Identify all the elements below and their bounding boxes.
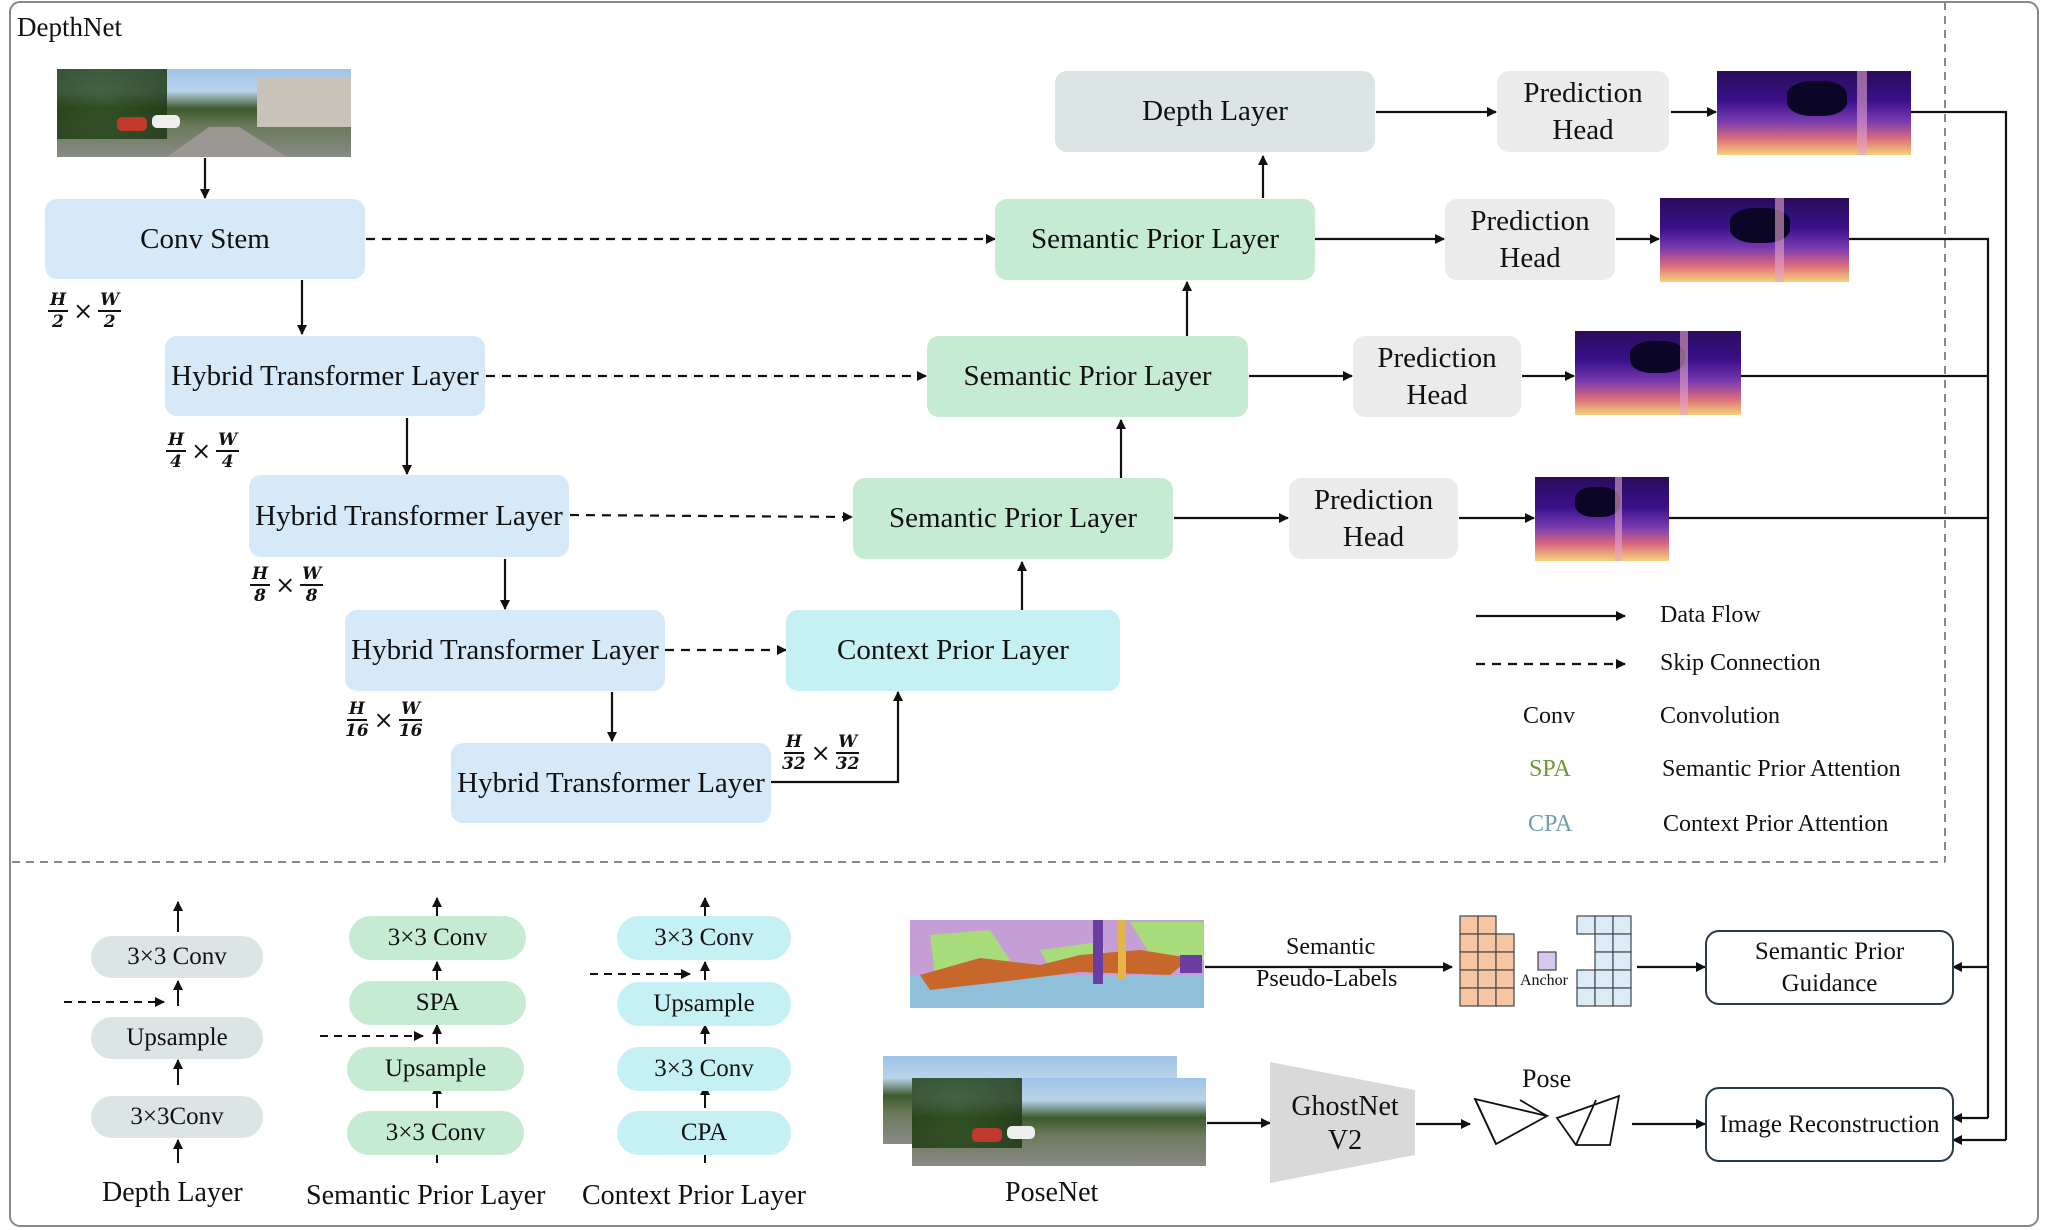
semantic-prior-guidance: Semantic Prior Guidance: [1705, 930, 1954, 1005]
legend-def-conv: Convolution: [1660, 703, 1781, 729]
input-image: [57, 69, 351, 157]
hybrid-transformer-layer-1: Hybrid Transformer Layer: [165, 336, 485, 416]
depth-detail-conv-bottom: 3×3Conv: [91, 1096, 263, 1138]
semantic-prior-layer-3: Semantic Prior Layer: [995, 199, 1315, 280]
image-reconstruction: Image Reconstruction: [1705, 1087, 1954, 1162]
output-lines: [1669, 110, 2008, 1140]
semantic-prior-layer-2: Semantic Prior Layer: [927, 336, 1248, 417]
depth-detail-caption: Depth Layer: [102, 1177, 243, 1208]
depth-map-1: [1717, 71, 1911, 155]
skip-arrows: [366, 234, 996, 655]
prediction-head-4: Prediction Head: [1289, 478, 1458, 559]
prediction-head-2: Prediction Head: [1445, 199, 1615, 280]
prediction-head-1: Prediction Head: [1497, 71, 1669, 152]
ghostnet-label: GhostNet V2: [1291, 1091, 1399, 1156]
spl-detail-upsample: Upsample: [347, 1047, 524, 1091]
depth-map-3: [1575, 331, 1741, 415]
pose-icon: [1473, 1094, 1621, 1146]
pseudo-label-line2: Pseudo-Labels: [1256, 966, 1398, 992]
hybrid-transformer-layer-2: Hybrid Transformer Layer: [249, 475, 569, 557]
head-arrows: [1174, 107, 1717, 523]
hybrid-transformer-layer-3: Hybrid Transformer Layer: [345, 610, 665, 691]
segmentation-image: [910, 920, 1204, 1008]
cpl-detail-upsample: Upsample: [617, 982, 791, 1026]
cpl-detail-conv-top: 3×3 Conv: [617, 916, 791, 960]
depth-map-2: [1660, 198, 1849, 282]
anchor-label: Anchor: [1520, 972, 1568, 989]
posenet-label: PoseNet: [1005, 1177, 1099, 1208]
legend-skip-connection: Skip Connection: [1660, 650, 1821, 676]
label-grid-orange: [1459, 915, 1515, 1007]
legend-abbr-cpa: CPA: [1528, 811, 1573, 837]
spl-detail-spa: SPA: [349, 981, 526, 1025]
spl-detail-caption: Semantic Prior Layer: [306, 1180, 546, 1211]
spl-detail-conv-top: 3×3 Conv: [349, 916, 526, 960]
anchor-cell: [1537, 951, 1557, 971]
label-grid-blue: [1576, 915, 1632, 1007]
context-prior-layer: Context Prior Layer: [786, 610, 1120, 691]
cpl-detail-cpa: CPA: [617, 1111, 791, 1155]
bottom-arrows: [1205, 962, 1706, 1129]
cpl-detail-conv-mid: 3×3 Conv: [617, 1047, 791, 1091]
legend-def-spa: Semantic Prior Attention: [1662, 756, 1901, 782]
depth-detail-conv-top: 3×3 Conv: [91, 936, 263, 978]
legend-abbr-conv: Conv: [1523, 703, 1576, 729]
conv-stem: Conv Stem: [45, 199, 365, 279]
legend-data-flow: Data Flow: [1660, 602, 1761, 628]
encoder-arrows: [200, 155, 1268, 784]
diagram-title: DepthNet: [17, 12, 122, 42]
depth-map-4: [1535, 477, 1669, 561]
legend-abbr-spa: SPA: [1529, 756, 1571, 782]
prediction-head-3: Prediction Head: [1353, 336, 1521, 417]
depth-detail-upsample: Upsample: [91, 1017, 263, 1059]
outer-frame: [9, 1, 2039, 1227]
cpl-detail-caption: Context Prior Layer: [582, 1180, 806, 1211]
semantic-prior-layer-1: Semantic Prior Layer: [853, 478, 1173, 559]
detail-arrows: [64, 897, 710, 1163]
ghostnet-shape: [1270, 1062, 1415, 1183]
pseudo-label-line1: Semantic: [1286, 934, 1376, 960]
spl-detail-conv-bottom: 3×3 Conv: [347, 1111, 524, 1155]
posenet-frame-front: [912, 1078, 1206, 1166]
guidance-arrows: [1952, 962, 2006, 1145]
legend-def-cpa: Context Prior Attention: [1663, 811, 1889, 837]
hybrid-transformer-layer-4: Hybrid Transformer Layer: [451, 743, 771, 823]
depth-layer: Depth Layer: [1055, 71, 1375, 152]
pose-label: Pose: [1522, 1064, 1572, 1093]
